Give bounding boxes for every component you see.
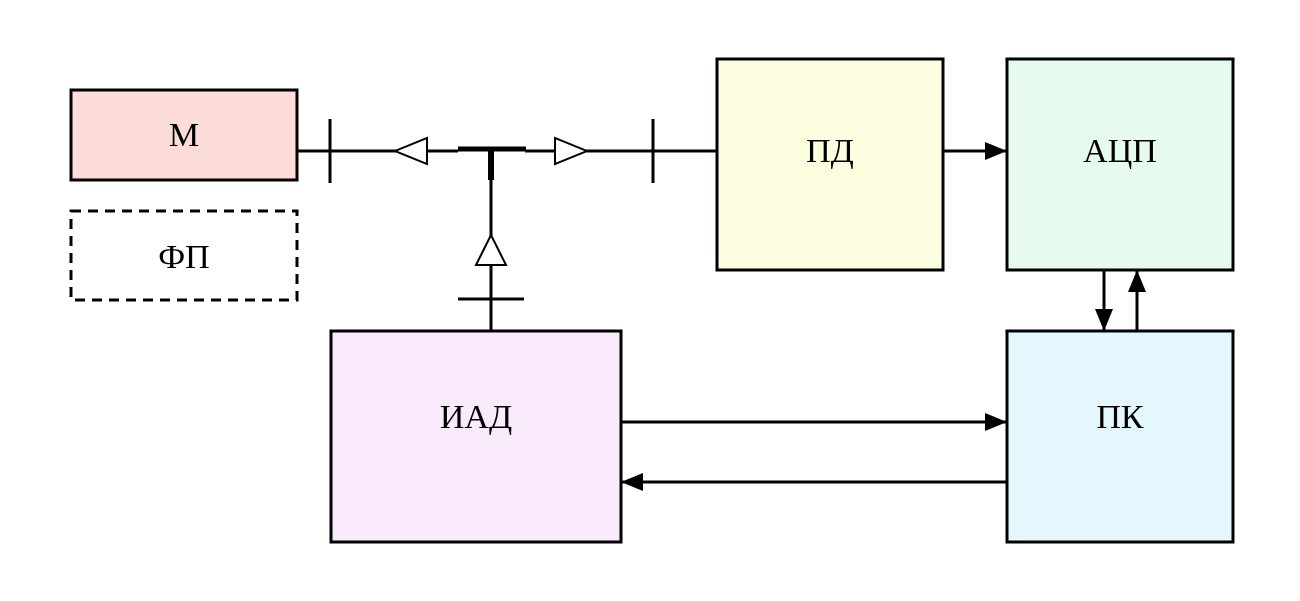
block-adc: АЦП — [1005, 57, 1235, 272]
block-pk: ПК — [1005, 329, 1235, 544]
block-pd-rect — [715, 57, 945, 272]
block-iad-label: ИАД — [440, 399, 512, 436]
block-fp-rect — [69, 209, 299, 302]
block-fp: ФП — [69, 209, 299, 302]
block-iad: ИАД — [329, 329, 623, 544]
block-adc-rect — [1005, 57, 1235, 272]
block-adc-label: АЦП — [1083, 133, 1157, 170]
direction-left-triangle-icon — [392, 136, 428, 166]
block-fp-label: ФП — [158, 239, 209, 276]
block-pk-rect — [1005, 329, 1235, 544]
signal-arrows — [621, 142, 1146, 491]
block-m: М — [69, 88, 299, 182]
block-pk-label: ПК — [1096, 399, 1144, 436]
block-iad-rect — [329, 329, 623, 544]
block-pd: ПД — [715, 57, 945, 272]
block-m-label: М — [169, 117, 199, 154]
block-m-rect — [69, 88, 299, 182]
optical-path — [297, 119, 717, 331]
block-pd-label: ПД — [806, 133, 854, 170]
direction-right-triangle-icon — [554, 136, 590, 166]
direction-up-triangle-icon — [474, 232, 508, 266]
